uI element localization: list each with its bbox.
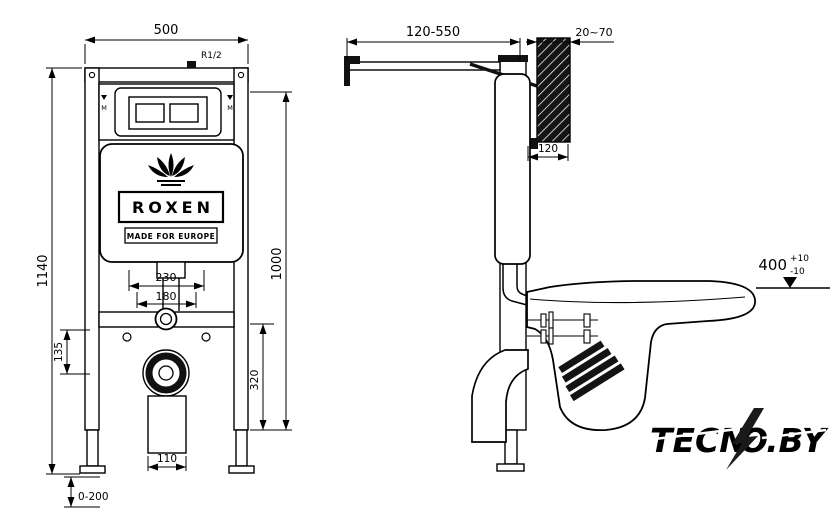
front-dimensions: 500 R1/2 1140 230 180 135 320 <box>36 23 292 508</box>
side-foot <box>496 463 525 472</box>
flush-mark-left: M <box>101 104 107 112</box>
dim-wall-thickness: 20~70 <box>575 26 612 39</box>
dim-bolt-spacing: 230 <box>156 271 177 284</box>
dim-rim-tol-plus: +10 <box>790 254 809 264</box>
cistern-tank: ROXEN MADE FOR EUROPE <box>99 143 244 311</box>
dim-drain-width: 110 <box>157 453 177 465</box>
toilet-bowl <box>526 280 756 431</box>
dim-drain-height: 320 <box>248 370 261 391</box>
level-arrow-icon <box>783 277 797 288</box>
dim-plate-height: 1000 <box>270 247 285 280</box>
fixing-bolt-icon <box>201 332 211 342</box>
dim-inlet-offset: 135 <box>53 342 65 362</box>
water-inlet-circle <box>154 307 178 331</box>
mounting-bolts <box>527 311 598 345</box>
flush-mark-right: M <box>227 104 233 112</box>
watermark-text-3: .BY <box>766 421 829 460</box>
rim-height-dim: 400 +10 -10 <box>756 254 830 289</box>
adjust-mark-left: M <box>101 95 107 112</box>
side-dimensions: 120-550 20~70 120 400 +10 -10 <box>346 25 830 289</box>
dim-rim-height: 400 <box>758 256 787 274</box>
dim-arm-range: 120-550 <box>406 25 460 40</box>
outlet-connector <box>558 340 625 402</box>
front-view: M M ROXEN MADE FOR EUROPE <box>36 23 292 508</box>
frame-hardware <box>98 307 235 454</box>
watermark-logo: TECN O .BY <box>645 408 829 470</box>
flush-pipe <box>502 264 528 306</box>
inlet-fitting <box>187 61 196 68</box>
adjust-mark-right: M <box>227 95 233 112</box>
tagline-box <box>124 227 218 244</box>
tank-outlet <box>156 261 186 279</box>
dim-water-thread: R1/2 <box>201 51 222 61</box>
flush-button-right <box>169 103 199 123</box>
dim-rim-tol-minus: -10 <box>790 267 805 277</box>
drain-elbow <box>471 349 529 443</box>
brand-name: ROXEN <box>132 198 214 217</box>
lotus-logo-icon <box>148 153 194 186</box>
lightning-bolt-icon <box>726 408 764 470</box>
dim-feet-adjust: 0-200 <box>78 491 109 503</box>
left-foot <box>79 465 106 474</box>
brand-box <box>117 190 225 224</box>
cistern-side <box>494 73 531 265</box>
flush-button-left <box>135 103 165 123</box>
watermark-text-1: TECN <box>650 421 747 460</box>
brand-tagline: MADE FOR EUROPE <box>127 232 216 241</box>
flush-plate-assembly: M M <box>98 83 235 141</box>
speed-slash <box>761 428 827 440</box>
fixing-bolt-icon <box>122 332 132 342</box>
dim-inlet-spacing: 180 <box>156 290 177 303</box>
dim-frame-width: 500 <box>154 23 179 38</box>
dim-frame-height: 1140 <box>36 254 51 287</box>
dim-frame-depth: 120 <box>538 143 558 155</box>
left-leg <box>86 429 99 467</box>
speed-slash <box>645 427 739 442</box>
frame-bolt-icon <box>237 71 245 79</box>
right-foot <box>228 465 255 474</box>
side-view: 120-550 20~70 120 400 +10 -10 <box>344 25 830 472</box>
right-leg <box>235 429 248 467</box>
drain-channel <box>147 395 187 454</box>
arm-hook <box>344 56 360 86</box>
wall-block <box>536 37 571 143</box>
frame-bolt-icon <box>88 71 96 79</box>
